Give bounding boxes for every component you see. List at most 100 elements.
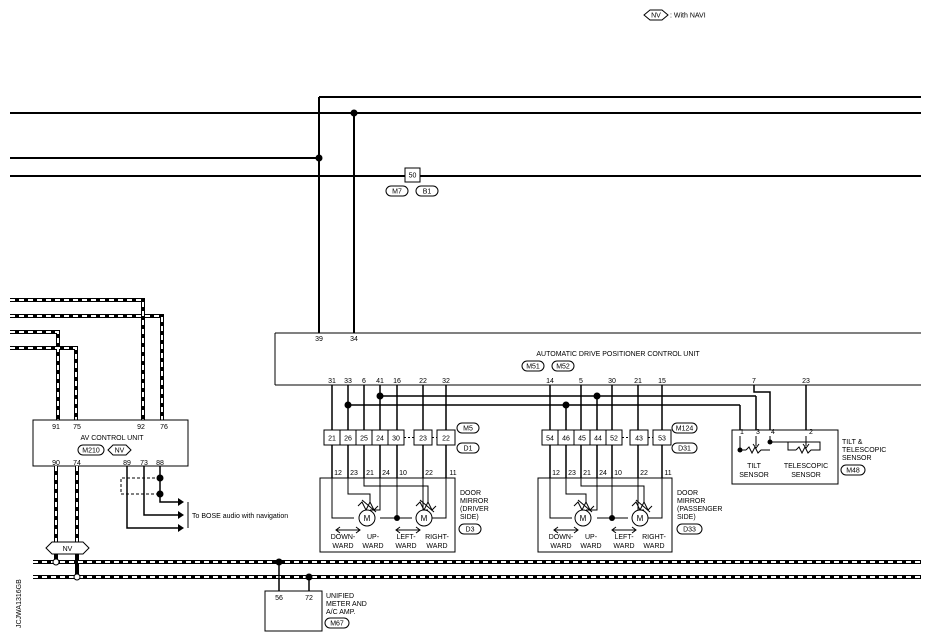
svg-text:53: 53 xyxy=(658,436,666,443)
svg-text:10: 10 xyxy=(614,470,622,477)
svg-text:UP-: UP- xyxy=(367,534,380,541)
svg-text:10: 10 xyxy=(399,470,407,477)
passenger-connector: 54 46 45 44 52 43 53 M124 D31 xyxy=(541,422,698,454)
svg-text:24: 24 xyxy=(376,436,384,443)
can-bus xyxy=(33,560,921,579)
legend-text: : With NAVI xyxy=(670,13,706,20)
top-wires xyxy=(10,96,921,333)
svg-text:D31: D31 xyxy=(678,446,691,453)
bose-note: To BOSE audio with navigation xyxy=(192,513,288,520)
connector-tag-m7 xyxy=(385,185,409,197)
arrow-icon xyxy=(335,526,361,534)
svg-text:23: 23 xyxy=(802,378,810,385)
svg-text:RIGHT-: RIGHT- xyxy=(642,534,666,541)
av-comm-wires xyxy=(10,298,164,420)
svg-text:UNIFIED: UNIFIED xyxy=(326,593,354,600)
svg-text:WARD: WARD xyxy=(362,543,383,550)
svg-text:MIRROR: MIRROR xyxy=(677,498,705,505)
connector-tag-d1 xyxy=(456,442,480,454)
svg-text:6: 6 xyxy=(362,378,366,385)
svg-text:75: 75 xyxy=(73,424,81,431)
svg-text:43: 43 xyxy=(635,436,643,443)
svg-text:41: 41 xyxy=(376,378,384,385)
svg-text:54: 54 xyxy=(546,436,554,443)
svg-text:21: 21 xyxy=(366,470,374,477)
legend: NV : With NAVI xyxy=(643,9,706,21)
svg-text:24: 24 xyxy=(599,470,607,477)
svg-text:21: 21 xyxy=(328,436,336,443)
svg-text:31: 31 xyxy=(328,378,336,385)
connector-tag-m67 xyxy=(324,617,350,629)
adp-control-unit: 39 34 AUTOMATIC DRIVE POSITIONER CONTROL… xyxy=(274,332,921,386)
svg-text:TILT: TILT xyxy=(747,463,762,470)
svg-text:4: 4 xyxy=(771,429,775,436)
svg-text:50: 50 xyxy=(409,173,417,180)
svg-text:12: 12 xyxy=(334,470,342,477)
svg-text:23: 23 xyxy=(350,470,358,477)
svg-text:WARD: WARD xyxy=(426,543,447,550)
arrow-icon xyxy=(553,526,579,534)
connector-tag-m51 xyxy=(521,360,545,372)
svg-text:WARD: WARD xyxy=(643,543,664,550)
svg-text:91: 91 xyxy=(52,424,60,431)
svg-text:SENSOR: SENSOR xyxy=(842,455,872,462)
av-unit-name: AV CONTROL UNIT xyxy=(80,435,144,442)
svg-text:WARD: WARD xyxy=(580,543,601,550)
svg-text:M210: M210 xyxy=(82,448,100,455)
svg-text:23: 23 xyxy=(568,470,576,477)
svg-text:(DRIVER: (DRIVER xyxy=(460,506,489,513)
splice-50: 50 M7 B1 xyxy=(385,167,439,197)
svg-text:73: 73 xyxy=(140,460,148,467)
svg-text:24: 24 xyxy=(382,470,390,477)
svg-text:M5: M5 xyxy=(463,426,473,433)
svg-text:22: 22 xyxy=(419,378,427,385)
svg-text:39: 39 xyxy=(315,336,323,343)
svg-text:M: M xyxy=(421,514,428,523)
svg-text:46: 46 xyxy=(562,436,570,443)
svg-text:21: 21 xyxy=(634,378,642,385)
svg-text:1: 1 xyxy=(740,429,744,436)
svg-text:M51: M51 xyxy=(526,364,540,371)
svg-text:WARD: WARD xyxy=(550,543,571,550)
connector-tag-m5 xyxy=(456,422,480,434)
svg-text:D3: D3 xyxy=(466,527,475,534)
motor-icon xyxy=(631,509,649,527)
svg-text:NV: NV xyxy=(115,448,125,455)
svg-text:12: 12 xyxy=(552,470,560,477)
svg-text:SIDE): SIDE) xyxy=(460,514,479,521)
arrow-icon xyxy=(178,498,184,532)
svg-text:M: M xyxy=(580,514,587,523)
svg-text:92: 92 xyxy=(137,424,145,431)
connector-tag-m124 xyxy=(671,422,698,434)
svg-text:LEFT-: LEFT- xyxy=(396,534,416,541)
nv-legend-badge xyxy=(643,9,669,21)
connector-tag-m48 xyxy=(840,464,866,476)
svg-text:22: 22 xyxy=(442,436,450,443)
arrow-icon xyxy=(395,526,421,534)
svg-text:56: 56 xyxy=(275,595,283,602)
svg-text:D1: D1 xyxy=(464,446,473,453)
svg-text:WARD: WARD xyxy=(332,543,353,550)
passenger-mirror: 12 23 21 24 10 22 11 M M xyxy=(537,470,722,553)
svg-text:TELESCOPIC: TELESCOPIC xyxy=(842,447,886,454)
svg-text:DOOR: DOOR xyxy=(677,490,698,497)
svg-text:NV: NV xyxy=(63,546,73,553)
motor-icon xyxy=(358,509,376,527)
svg-text:30: 30 xyxy=(392,436,400,443)
svg-text:72: 72 xyxy=(305,595,313,602)
svg-text:23: 23 xyxy=(419,436,427,443)
legend-badge-text: NV xyxy=(651,13,661,20)
svg-text:M124: M124 xyxy=(676,426,694,433)
connector-tag-m210 xyxy=(77,444,105,456)
bose-audio-wires xyxy=(120,466,180,529)
svg-text:DOWN-: DOWN- xyxy=(331,534,356,541)
svg-text:M67: M67 xyxy=(330,621,344,628)
motor-icon xyxy=(574,509,592,527)
svg-text:LEFT-: LEFT- xyxy=(614,534,634,541)
svg-text:M: M xyxy=(364,514,371,523)
svg-text:MIRROR: MIRROR xyxy=(460,498,488,505)
svg-text:88: 88 xyxy=(156,460,164,467)
svg-text:SENSOR: SENSOR xyxy=(739,472,769,479)
svg-text:45: 45 xyxy=(578,436,586,443)
adp-unit-name: AUTOMATIC DRIVE POSITIONER CONTROL UNIT xyxy=(536,351,700,358)
